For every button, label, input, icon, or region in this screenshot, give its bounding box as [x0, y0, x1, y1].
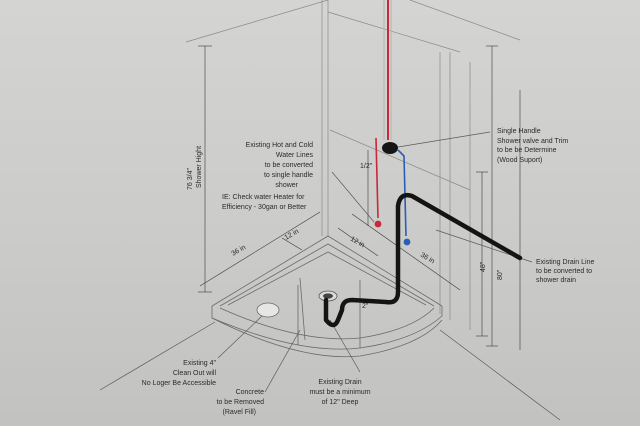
wall-lines — [185, 0, 521, 330]
dim-12-right: 12 in — [349, 236, 366, 250]
dim-half-inch: 1/2" — [360, 163, 373, 170]
water-lines-text-4: to single handle — [264, 172, 313, 179]
dimension-labels: 76 3/4" Shower Hight 36 in 12 in 12 in 3… — [187, 146, 504, 310]
dim-36-right: 36 in — [419, 252, 436, 266]
existing-drain-text-1: Existing Drain — [318, 379, 361, 386]
drain-line-text-3: shower drain — [536, 277, 576, 284]
drain-pipe — [323, 192, 523, 328]
cleanout-circle — [256, 302, 280, 318]
cold-line — [397, 149, 407, 237]
dim-12-left: 12 in — [284, 228, 301, 242]
cleanout-text-2: Clean Out will — [173, 370, 217, 377]
drain-line-text-2: to be converted to — [536, 268, 592, 275]
concrete-text-1: Concrete — [236, 389, 265, 396]
dim-two-inch: 2" — [362, 303, 369, 310]
water-lines-text-3: to be converted — [265, 162, 313, 169]
height-caption: Shower Hight — [196, 146, 203, 188]
existing-drain-text-3: of 12" Deep — [322, 399, 359, 406]
cleanout-text-1: Existing 4" — [183, 360, 216, 367]
water-heater-text-1: IE: Check water Heater for — [222, 194, 305, 201]
callout-concrete: Concrete to be Removed (Ravel Fill) — [217, 389, 265, 416]
dim-36-left: 36 in — [231, 244, 248, 258]
callout-valve: Single Handle Shower valve and Trim to b… — [497, 128, 568, 164]
leader-lines — [99, 131, 561, 421]
callout-cleanout: Existing 4" Clean Out will No Loger Be A… — [142, 360, 217, 387]
shower-pan — [211, 235, 443, 358]
hot-line — [375, 137, 379, 219]
valve-text-1: Single Handle — [497, 128, 541, 135]
callout-water-lines: Existing Hot and Cold Water Lines to be … — [222, 142, 313, 211]
valve-text-2: Shower valve and Trim — [497, 138, 568, 145]
valve-text-3: to be be Determine — [497, 147, 557, 154]
cleanout-text-3: No Loger Be Accessible — [142, 380, 216, 387]
drain-line-text-1: Existing Drain Line — [536, 259, 594, 266]
height-value: 76 3/4" — [187, 168, 194, 190]
valve-text-4: (Wood Suport) — [497, 157, 542, 164]
dim-80: 80" — [497, 269, 504, 280]
water-lines-text-5: shower — [275, 182, 298, 189]
callout-existing-drain: Existing Drain must be a minimum of 12" … — [309, 379, 370, 406]
water-heater-text-2: Efficiency - 30gan or Better — [222, 204, 307, 211]
supply-lines — [374, 0, 411, 246]
concrete-text-2: to be Removed — [217, 399, 265, 406]
dim-48: 48" — [480, 261, 487, 272]
valve-body — [382, 142, 398, 154]
dimension-lines — [198, 45, 521, 350]
water-lines-text-2: Water Lines — [276, 152, 314, 159]
existing-drain-text-2: must be a minimum — [309, 389, 370, 396]
concrete-text-3: (Ravel Fill) — [223, 409, 256, 416]
cold-cap — [403, 238, 411, 246]
callout-drain-line: Existing Drain Line to be converted to s… — [536, 259, 594, 284]
water-lines-text-1: Existing Hot and Cold — [246, 142, 313, 149]
hot-cap — [374, 220, 382, 228]
